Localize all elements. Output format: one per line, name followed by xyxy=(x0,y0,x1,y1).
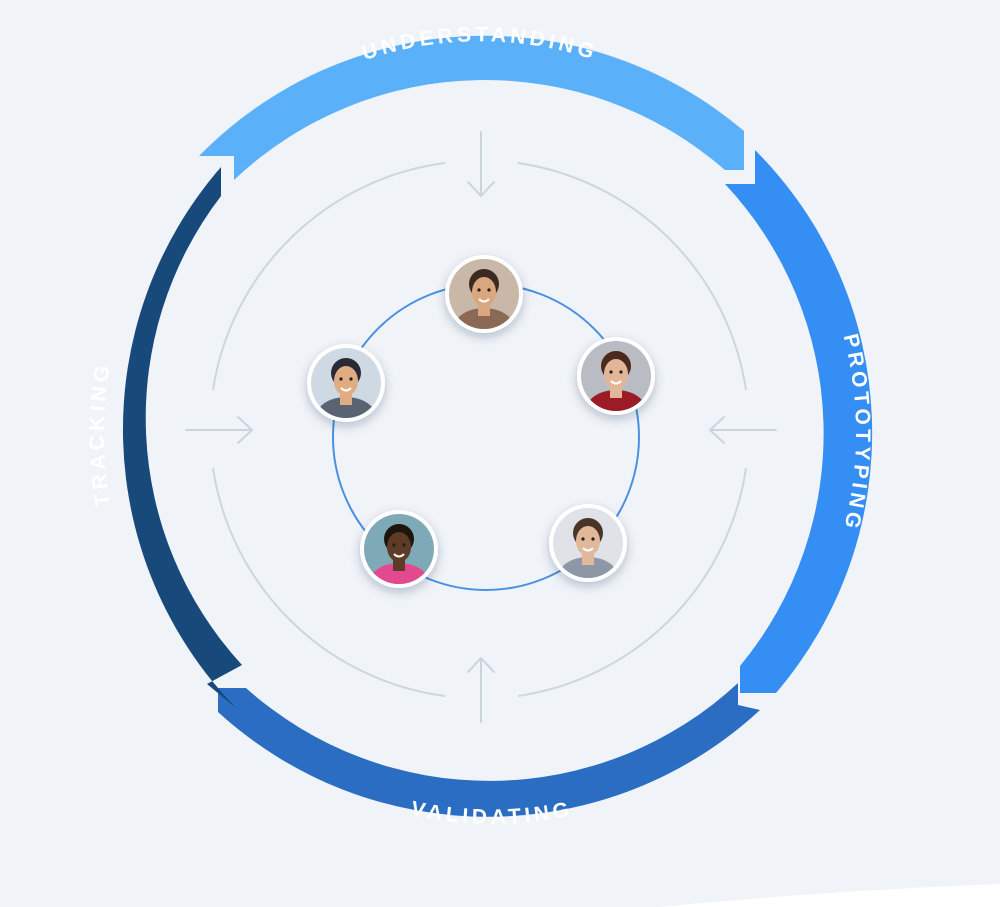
inward-arrows xyxy=(185,131,777,723)
phase-cycle xyxy=(122,35,873,817)
guide-arc-top-left xyxy=(212,162,446,391)
avatar-group xyxy=(307,255,655,588)
father-with-baby-avatar xyxy=(549,504,627,582)
validating-arc xyxy=(218,683,760,817)
man-smiling-avatar xyxy=(360,510,438,588)
woman-laughing-avatar xyxy=(577,337,655,415)
understanding-arc xyxy=(199,35,744,180)
arrow-left-icon xyxy=(709,416,777,444)
background-corner-shape xyxy=(660,884,1000,907)
man-with-cap-avatar xyxy=(307,344,385,422)
tracking-arc xyxy=(122,167,242,708)
tracking-label: TRACKING xyxy=(86,360,116,508)
guide-circle xyxy=(212,162,747,697)
arrow-right-icon xyxy=(185,416,253,444)
guide-arc-top-right xyxy=(517,162,747,391)
guide-arc-bottom-left xyxy=(212,467,446,697)
prototyping-arc xyxy=(725,150,873,693)
woman-smiling-avatar xyxy=(445,255,523,333)
arrow-down-icon xyxy=(467,131,495,197)
guide-arc-bottom-right xyxy=(517,467,747,697)
arrow-up-icon xyxy=(467,657,495,723)
